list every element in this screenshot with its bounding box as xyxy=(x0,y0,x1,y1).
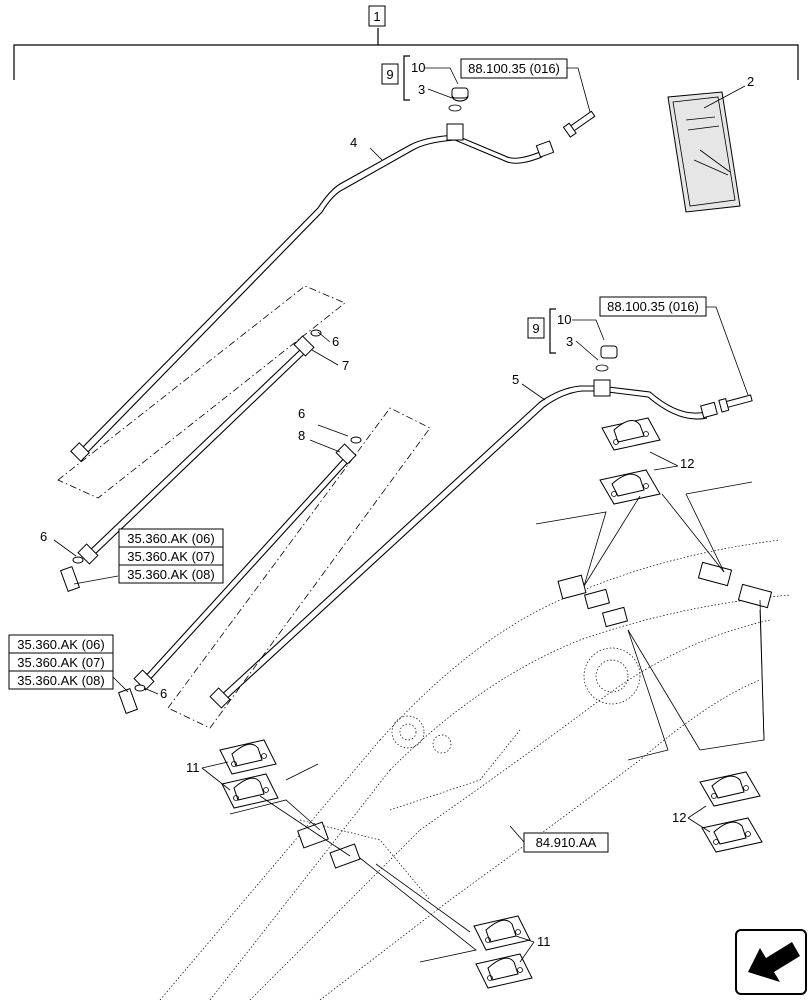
callout-6-coupler-left: 6 xyxy=(160,686,167,701)
boom-ref: 84.910.AA xyxy=(509,825,609,853)
coupler-ref-right-06: 35.360.AK (06) xyxy=(127,531,214,546)
bolt-ref-right-label: 88.100.35 (016) xyxy=(607,299,699,314)
clamp-11-upper: 11 xyxy=(186,739,279,809)
coupler-right: 6 xyxy=(40,529,119,593)
clamp-12-lower: 12 xyxy=(672,771,763,853)
pipe-4: 4 xyxy=(70,123,555,462)
callout-4: 4 xyxy=(350,135,357,150)
coupler-ref-left-06: 35.360.AK (06) xyxy=(17,637,104,652)
callout-9-right: 9 xyxy=(532,321,539,336)
group-9-top: 9 10 3 xyxy=(381,55,469,112)
callout-9-top: 9 xyxy=(386,67,393,82)
coupler-refs-right: 35.360.AK (06) 35.360.AK (07) 35.360.AK … xyxy=(118,528,224,584)
bolt-ref-top: 88.100.35 (016) xyxy=(460,58,596,138)
coupler-ref-left-08: 35.360.AK (08) xyxy=(17,673,104,688)
callout-6-hose7: 6 xyxy=(332,334,339,349)
callout-11-upper: 11 xyxy=(186,760,200,775)
clamp-leaders xyxy=(229,481,765,963)
callout-3-right: 3 xyxy=(566,334,573,349)
group-9-right: 9 10 3 xyxy=(527,308,618,372)
callout-7: 7 xyxy=(342,358,349,373)
callout-5: 5 xyxy=(512,372,519,387)
clamp-11-lower: 11 xyxy=(473,915,551,989)
callout-12-upper: 12 xyxy=(680,456,694,471)
callout-10-right: 10 xyxy=(557,312,571,327)
coupler-left: 6 xyxy=(111,675,167,715)
manual-book-icon: 2 xyxy=(667,74,754,213)
callout-6-coupler-right: 6 xyxy=(40,529,47,544)
callout-3-top: 3 xyxy=(418,82,425,97)
coupler-ref-right-08: 35.360.AK (08) xyxy=(127,567,214,582)
callout-12-lower: 12 xyxy=(672,810,686,825)
coupler-refs-left: 35.360.AK (06) 35.360.AK (07) 35.360.AK … xyxy=(8,634,114,690)
pipe-5: 5 xyxy=(209,372,718,709)
callout-1: 1 xyxy=(373,9,380,24)
hose-7-frame: 6 7 xyxy=(57,285,349,565)
bolt-ref-top-label: 88.100.35 (016) xyxy=(468,61,560,76)
callout-6-hose8: 6 xyxy=(298,406,305,421)
kit-bracket: 1 xyxy=(13,5,799,80)
boom-outline xyxy=(159,539,791,1000)
callout-11-lower: 11 xyxy=(537,934,551,949)
bolt-ref-right: 88.100.35 (016) xyxy=(599,296,753,413)
callout-10-top: 10 xyxy=(411,60,425,75)
return-arrow-icon[interactable] xyxy=(735,929,807,995)
coupler-ref-right-07: 35.360.AK (07) xyxy=(127,549,214,564)
callout-2: 2 xyxy=(747,74,754,89)
coupler-ref-left-07: 35.360.AK (07) xyxy=(17,655,104,670)
hose-8-frame: 6 8 xyxy=(133,406,431,729)
callout-8: 8 xyxy=(298,428,305,443)
clamp-12-upper: 12 xyxy=(599,417,694,505)
boom-ref-label: 84.910.AA xyxy=(536,835,597,850)
